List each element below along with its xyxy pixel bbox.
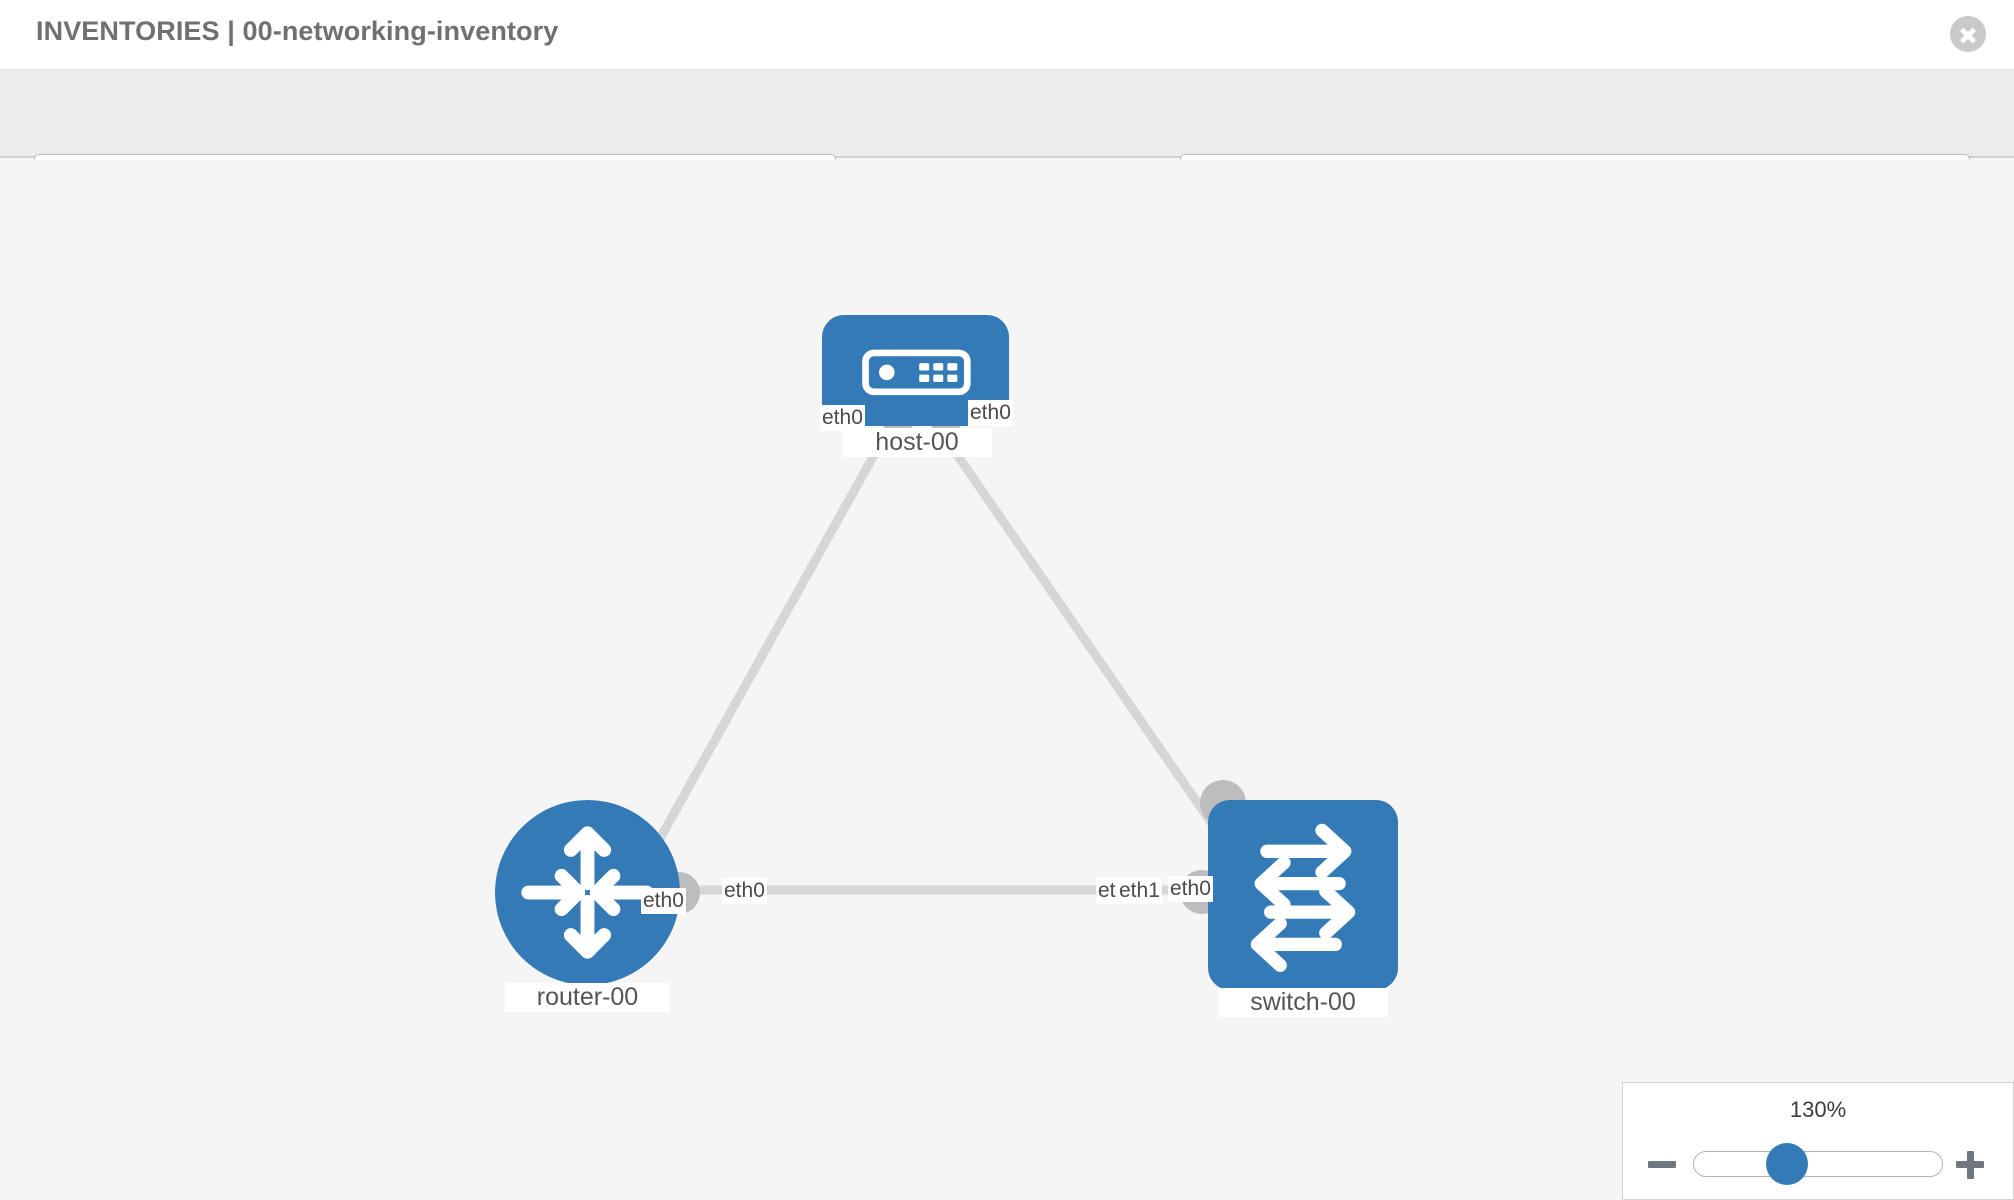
close-icon[interactable] (1950, 16, 1986, 52)
node-host-00-label: host-00 (842, 428, 992, 457)
zoom-control-panel: 130% (1622, 1082, 2014, 1200)
node-switch-00-label: switch-00 (1218, 988, 1388, 1017)
page-title: INVENTORIES | 00-networking-inventory (36, 16, 559, 46)
server-icon (862, 349, 971, 396)
zoom-out-button[interactable] (1645, 1147, 1679, 1181)
router-arrows-icon (521, 826, 654, 959)
link-label-host-left: eth0 (820, 405, 865, 431)
header-bar: INVENTORIES | 00-networking-inventory (0, 0, 2014, 70)
link-label-router-up: eth0 (641, 888, 686, 914)
zoom-slider-track[interactable] (1693, 1151, 1943, 1177)
link-host-switch (936, 427, 1234, 853)
link-label-router-right: eth0 (722, 878, 767, 904)
zoom-level-value: 130% (1789, 1097, 1847, 1122)
switch-arrows-icon (1250, 823, 1356, 972)
node-router-00-label: router-00 (505, 983, 670, 1012)
link-label-host-right: eth0 (968, 400, 1013, 426)
zoom-slider-thumb[interactable] (1766, 1143, 1808, 1185)
topology-node-switch-00[interactable]: switch-00 (1180, 780, 1398, 1017)
link-label-switch-up: eth0 (1168, 876, 1213, 902)
zoom-in-button[interactable] (1953, 1147, 1987, 1181)
node-switch-00-shape (1208, 800, 1398, 990)
topology-canvas[interactable]: host-00 (0, 160, 2014, 1200)
link-label-switch-left-b: eth1 (1117, 878, 1162, 904)
toolbar: ACTIONS SEARCH (0, 70, 2014, 208)
link-host-router (644, 427, 892, 863)
